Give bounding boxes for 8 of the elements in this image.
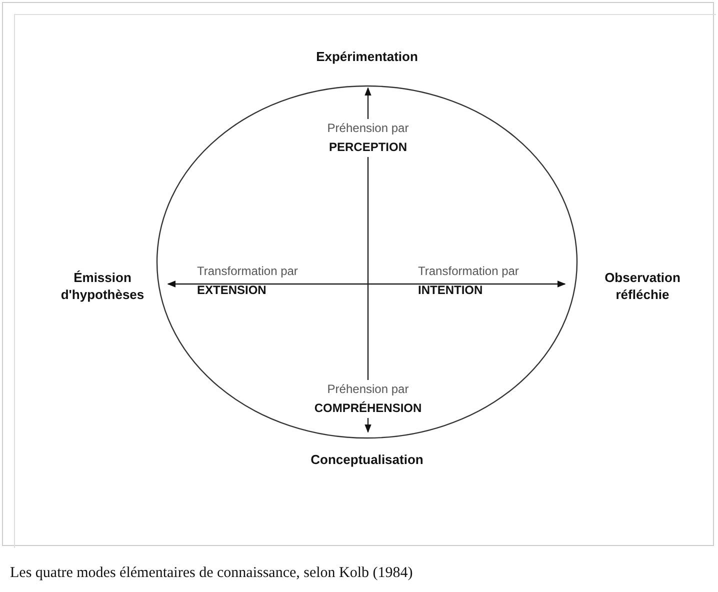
pole-label: Observation réfléchie: [604, 269, 682, 303]
pole-label: Conceptualisation: [310, 451, 424, 468]
axis-label: Transformation par EXTENSION: [197, 263, 299, 299]
axis-label: Transformation par INTENTION: [418, 263, 520, 299]
caption: Les quatre modes élémentaires de connaissance, selon Kolb (1984): [10, 565, 413, 582]
double-arrow: [167, 280, 566, 288]
pole-label: Expérimentation: [316, 48, 418, 65]
pole-label: Émission d'hypothèses: [60, 269, 146, 303]
